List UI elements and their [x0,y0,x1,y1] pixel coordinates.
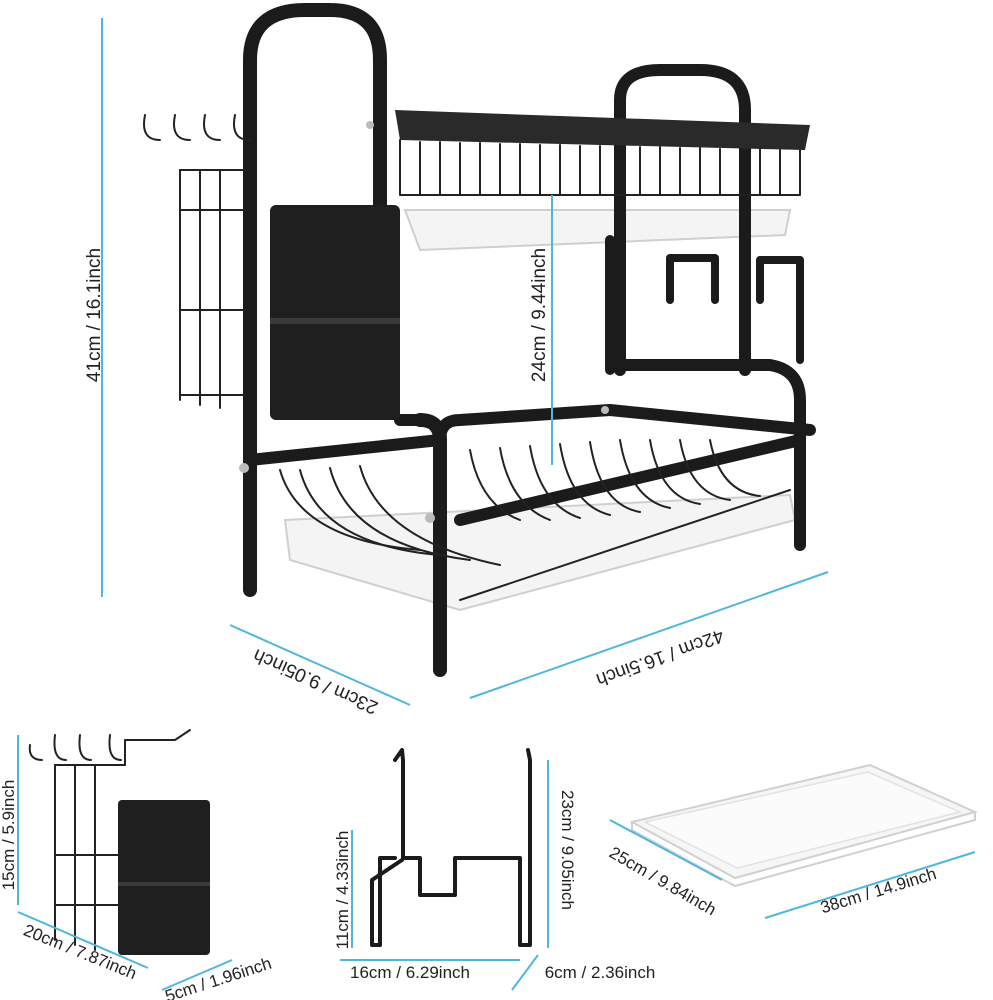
tray-width-label: 38cm / 14.9inch [818,864,938,917]
depth-dimension-line [229,624,411,706]
depth-label: 23cm / 9.05inch [250,644,381,718]
width-label: 42cm / 16.5inch [593,624,726,690]
drip-tray-illustration [629,763,978,888]
width-dimension-line [469,571,829,699]
board-height-label: 23cm / 9.05inch [558,790,577,910]
cup-width-label: 5cm / 1.96inch [163,954,274,1000]
utensil-holder-illustration [28,729,210,955]
board-small-height-label: 11cm / 4.33inch [333,831,352,950]
holder-width-line [17,911,149,969]
cup-width-line [161,959,233,991]
board-holder-illustration [370,748,532,947]
dish-rack-illustration [143,3,816,677]
tier-gap-label: 24cm / 9.44inch [529,248,550,382]
board-depth-line [511,954,539,991]
height-label: 41cm / 16.1inch [84,248,105,382]
board-depth-label: 6cm / 2.36inch [545,963,656,982]
board-width-label: 16cm / 6.29inch [350,963,470,982]
tray-width-line [764,851,976,919]
holder-height-label: 15cm / 5.9inch [0,780,18,891]
tray-depth-line [609,819,723,881]
